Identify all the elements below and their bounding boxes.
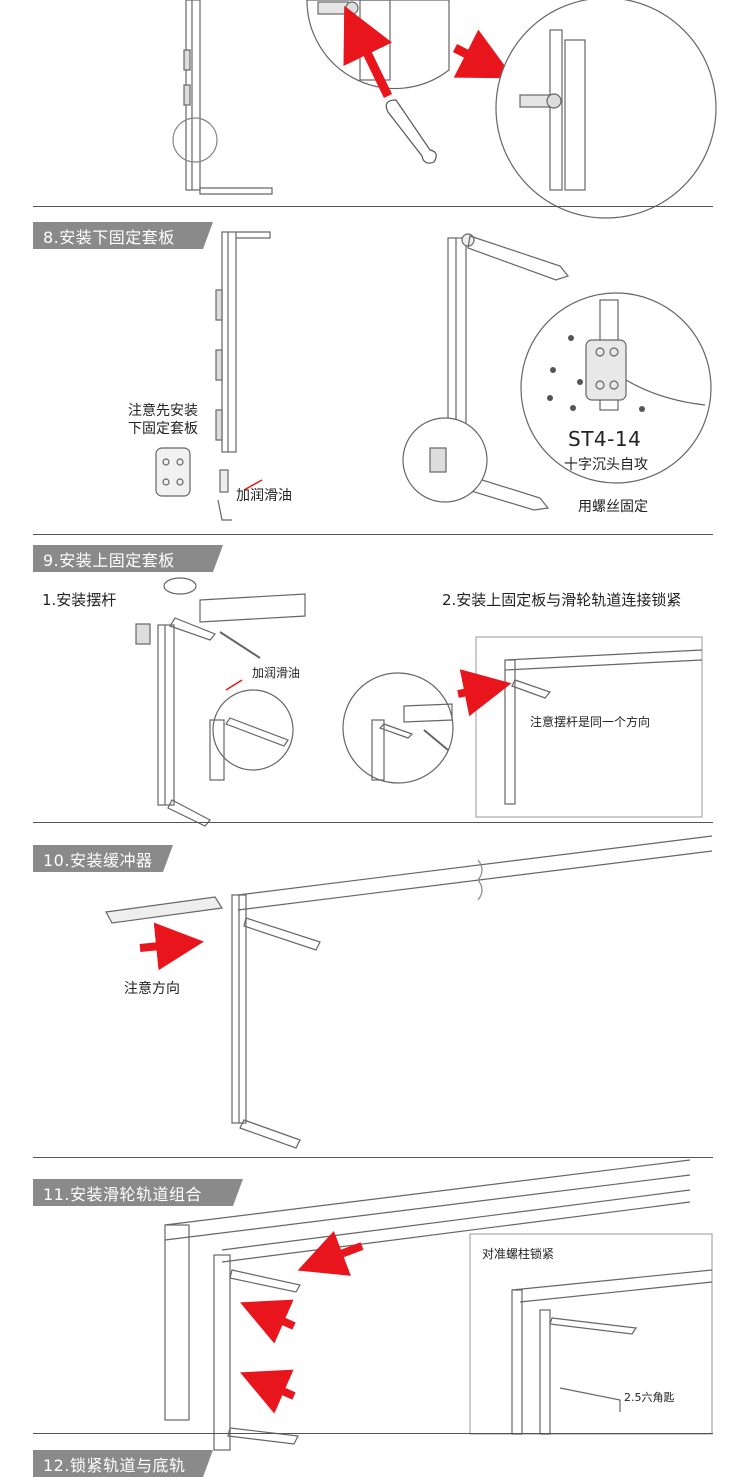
step-install-arm-label: 1.安装摆杆 (42, 591, 117, 609)
red-arrow-to-detail (457, 669, 512, 717)
section-divider (33, 206, 713, 207)
section-header-12: 12.锁紧轨道与底轨 (33, 1450, 213, 1477)
note-direction-label: 注意方向 (124, 981, 180, 997)
section-header-11: 11.安装滑轮轨道组合 (33, 1179, 243, 1206)
lower-bracket-assembled (402, 233, 570, 511)
upper-bracket-arm-illustration (135, 577, 306, 827)
red-arrow-buffer (139, 922, 204, 971)
note-install-first-line2: 下固定套板 (128, 421, 198, 437)
screw-icons (547, 335, 645, 412)
red-arrow-track-top (297, 1231, 364, 1276)
section-header-9: 9.安装上固定套板 (33, 545, 223, 572)
red-arrow-track-mid (240, 1299, 296, 1344)
zoom-circle-bolt (495, 0, 717, 219)
section-divider (33, 1433, 713, 1434)
red-arrow-up (343, 5, 393, 98)
step-connect-lock-label: 2.安装上固定板与滑轮轨道连接锁紧 (442, 591, 682, 609)
hex-key-label: 2.5六角匙 (624, 1391, 675, 1404)
wrench-icon (385, 99, 437, 164)
section-header-8: 8.安装下固定套板 (33, 222, 213, 249)
section-divider (33, 822, 713, 823)
screw-desc-label: 十字沉头自攻 (564, 457, 648, 473)
upper-bracket-connect-illustration (342, 636, 703, 818)
lube-pointer-2 (225, 679, 243, 691)
top-door-frame-illustration (172, 0, 273, 195)
note-same-direction-label: 注意摆杆是同一个方向 (530, 715, 651, 729)
red-arrow-track-low (240, 1369, 296, 1414)
screw-spec-label: ST4-14 (568, 427, 642, 451)
buffer-illustration (105, 835, 713, 1149)
fix-with-screws-label: 用螺丝固定 (578, 499, 648, 515)
zoom-circle-screws (520, 292, 712, 484)
lower-bracket-frame (155, 231, 271, 521)
section-divider (33, 1157, 713, 1158)
add-lube-label-2: 加润滑油 (252, 666, 301, 680)
section-header-10: 10.安装缓冲器 (33, 845, 173, 872)
red-arrow-right (452, 29, 515, 79)
note-install-first-line1: 注意先安装 (128, 403, 198, 419)
add-lube-label-1: 加润滑油 (236, 488, 292, 504)
pulley-track-assembly-illustration (164, 1159, 713, 1451)
lube-pointer-1 (243, 479, 263, 491)
section-divider (33, 534, 713, 535)
align-lock-label: 对准螺柱锁紧 (482, 1247, 555, 1261)
